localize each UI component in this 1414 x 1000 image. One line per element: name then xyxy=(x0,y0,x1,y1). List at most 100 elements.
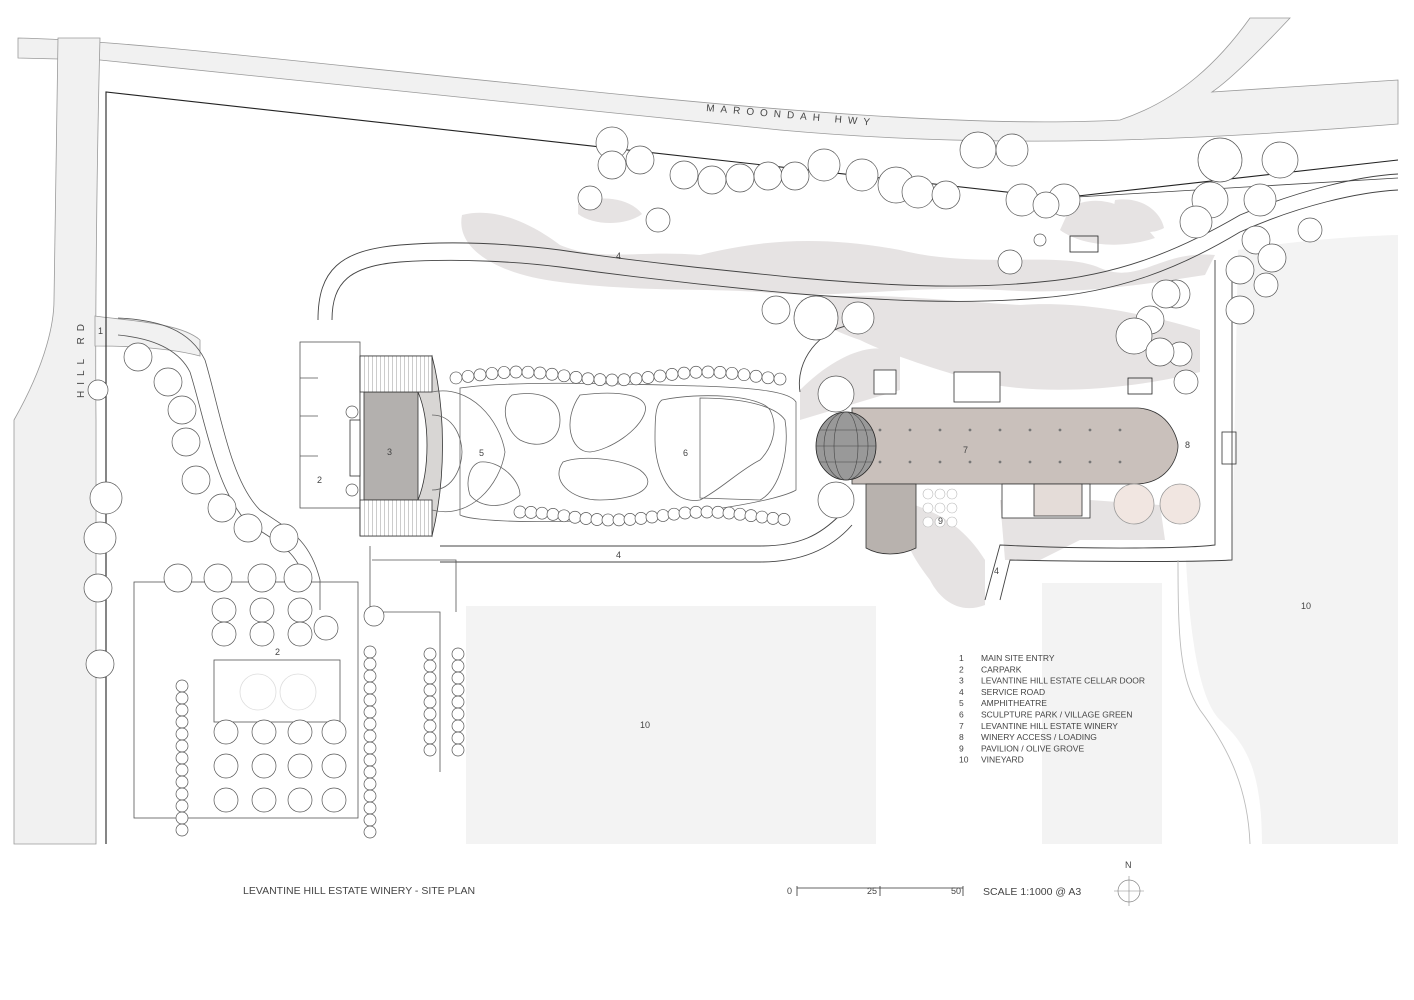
row-tree xyxy=(175,691,189,705)
tree xyxy=(213,719,239,745)
tree xyxy=(181,465,211,495)
tree xyxy=(959,131,997,169)
tree xyxy=(213,753,239,779)
legend-label: VINEYARD xyxy=(981,755,1024,765)
tree xyxy=(997,249,1023,275)
tree xyxy=(725,163,755,193)
row-tree xyxy=(175,775,189,789)
park-outline xyxy=(459,382,797,523)
north-label: N xyxy=(1125,860,1132,870)
path-to-vineyard xyxy=(369,546,457,772)
row-tree xyxy=(175,727,189,741)
avenue-tree xyxy=(656,509,670,522)
row-tree xyxy=(175,787,189,801)
avenue-tree xyxy=(612,513,626,527)
winery-columns xyxy=(878,428,1122,464)
tree xyxy=(845,158,879,192)
tree xyxy=(251,719,277,745)
legend-number: 6 xyxy=(959,710,964,720)
row-tree xyxy=(451,695,465,709)
service-road-south-1 xyxy=(440,514,841,547)
carpark-lower-island xyxy=(213,659,341,723)
tree xyxy=(313,615,339,641)
tree xyxy=(1115,317,1153,355)
row-tree xyxy=(363,705,377,719)
amphitheatre-bowl xyxy=(431,390,506,513)
avenue-tree xyxy=(509,365,523,379)
avenue-tree xyxy=(645,510,659,524)
row-tree xyxy=(363,729,377,743)
avenue-tree xyxy=(569,371,583,384)
lawn-2 xyxy=(569,392,646,453)
avenue-tree xyxy=(744,509,758,522)
row-tree xyxy=(363,681,377,695)
winery-loop xyxy=(798,324,851,393)
mound-1 xyxy=(461,212,1215,295)
label-cellar-door: 3 xyxy=(387,447,392,457)
tree xyxy=(203,563,233,593)
avenue-tree xyxy=(461,370,475,383)
row-tree xyxy=(175,679,189,693)
tree xyxy=(625,145,655,175)
tree xyxy=(345,405,359,419)
tree xyxy=(321,787,347,813)
legend-number: 9 xyxy=(959,743,964,753)
avenue-tree xyxy=(701,365,715,379)
tree xyxy=(287,621,313,647)
tree xyxy=(1005,183,1039,217)
avenue-tree xyxy=(535,506,549,520)
avenue-tree xyxy=(755,510,769,524)
tree xyxy=(1197,137,1243,183)
cellar-door-canopy-south xyxy=(359,499,433,537)
carpark-loop-outline xyxy=(117,317,321,610)
avenue-tree xyxy=(665,368,679,381)
cellar-door-roof xyxy=(363,391,419,501)
tree xyxy=(780,161,810,191)
row-tree xyxy=(363,753,377,767)
row-tree xyxy=(451,707,465,721)
winery-building xyxy=(815,235,1237,555)
legend-label: SCULPTURE PARK / VILLAGE GREEN xyxy=(981,710,1132,720)
service-road-south-2 xyxy=(440,524,853,563)
legend-number: 8 xyxy=(959,732,964,742)
row-tree xyxy=(451,647,465,661)
row-tree xyxy=(175,811,189,825)
avenue-tree xyxy=(677,366,691,380)
row-tree xyxy=(363,777,377,791)
tree xyxy=(597,150,627,180)
row-tree xyxy=(451,719,465,733)
loading-gate xyxy=(1221,431,1237,465)
tree xyxy=(753,161,783,191)
row-tree xyxy=(175,739,189,753)
drawing-title: LEVANTINE HILL ESTATE WINERY - SITE PLAN xyxy=(243,885,475,897)
row-tree xyxy=(363,813,377,827)
tree xyxy=(213,787,239,813)
entry-road xyxy=(94,315,201,357)
legend-label: LEVANTINE HILL ESTATE CELLAR DOOR xyxy=(981,676,1145,686)
hill-rd xyxy=(13,37,101,845)
cellar-door-side-wall xyxy=(349,419,361,477)
tree xyxy=(1243,183,1277,217)
tree xyxy=(211,597,237,623)
avenue-tree xyxy=(761,371,775,385)
scale-text: SCALE 1:1000 @ A3 xyxy=(983,886,1081,898)
tree xyxy=(345,483,359,497)
tree xyxy=(841,301,875,335)
tree xyxy=(287,753,313,779)
cellar-door-curved-facade xyxy=(417,354,443,538)
legend-label: AMPHITHEATRE xyxy=(981,698,1047,708)
lawn-1 xyxy=(504,393,561,445)
avenue-tree xyxy=(521,365,535,379)
avenue-tree xyxy=(524,505,538,519)
scale-bar: 0 25 50 xyxy=(787,886,964,896)
olive-grove xyxy=(922,488,958,528)
tree xyxy=(807,148,841,182)
legend-number: 4 xyxy=(959,687,964,697)
winery-main-hall xyxy=(851,407,1179,485)
tree xyxy=(123,342,153,372)
row-tree xyxy=(363,789,377,803)
tree xyxy=(269,523,299,553)
legend-number: 7 xyxy=(959,721,964,731)
avenue-tree xyxy=(725,366,739,380)
avenue-tree xyxy=(777,513,791,526)
